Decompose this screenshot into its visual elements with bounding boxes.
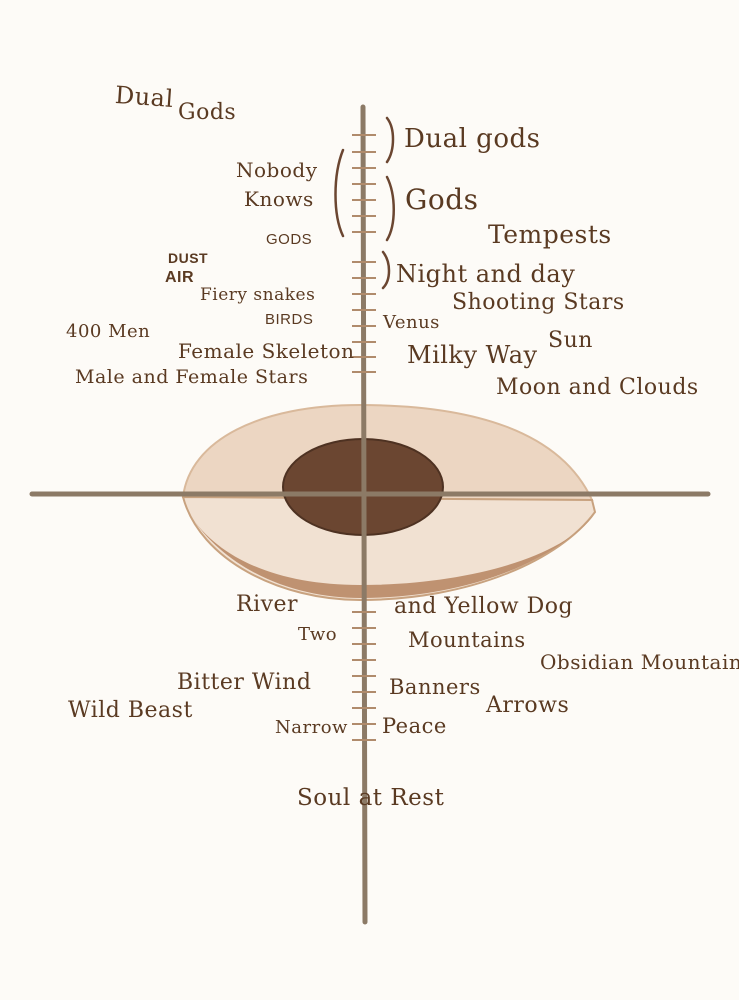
label-shooting-stars: Shooting Stars	[452, 290, 625, 315]
label-dual-gods-left-1: Dual	[114, 80, 175, 114]
label-obsidian-mountain: Obsidian Mountain	[540, 650, 739, 674]
label-sun: Sun	[548, 328, 593, 353]
label-400-men: 400 Men	[66, 321, 151, 342]
label-river: River	[236, 592, 299, 617]
bracket-left-nobody	[334, 148, 345, 238]
label-male-female-stars: Male and Female Stars	[75, 366, 309, 388]
label-peace: Peace	[382, 714, 447, 738]
bracket-right-gods	[385, 175, 395, 242]
bracket-right-dual-gods	[385, 116, 395, 164]
label-milky-way: Milky Way	[407, 341, 538, 369]
label-air: AIR	[165, 269, 195, 286]
label-night-and-day: Night and day	[396, 260, 576, 288]
label-female-skeleton: Female Skeleton	[178, 339, 355, 363]
label-tempests: Tempests	[488, 220, 612, 249]
vertical-axis	[360, 104, 368, 925]
label-banners: Banners	[389, 675, 481, 699]
label-mountains: Mountains	[408, 628, 526, 652]
bracket-right-night-day	[381, 250, 391, 290]
lower-tick-marks	[352, 611, 376, 741]
label-dual-gods-left-2: Gods	[178, 100, 237, 125]
label-venus: Venus	[383, 312, 440, 333]
label-gods-caps: GODS	[266, 231, 313, 248]
label-knows: Knows	[244, 187, 314, 211]
label-moon-and-clouds: Moon and Clouds	[496, 375, 699, 400]
label-dust: DUST	[168, 250, 209, 266]
label-gods: Gods	[405, 183, 479, 216]
label-soul-at-rest: Soul at Rest	[297, 785, 445, 811]
label-nobody: Nobody	[236, 158, 318, 182]
label-narrow: Narrow	[275, 717, 348, 738]
brackets	[334, 116, 395, 290]
upper-tick-marks	[352, 134, 376, 373]
label-dual-gods-right: Dual gods	[404, 124, 541, 154]
label-and-yellow-dog: and Yellow Dog	[394, 594, 574, 619]
label-fiery-snakes: Fiery snakes	[200, 285, 316, 305]
label-two: Two	[298, 624, 338, 645]
label-bitter-wind: Bitter Wind	[177, 670, 312, 695]
label-arrows: Arrows	[486, 693, 570, 718]
label-wild-beast: Wild Beast	[68, 698, 193, 723]
label-birds: BIRDS	[265, 311, 314, 328]
